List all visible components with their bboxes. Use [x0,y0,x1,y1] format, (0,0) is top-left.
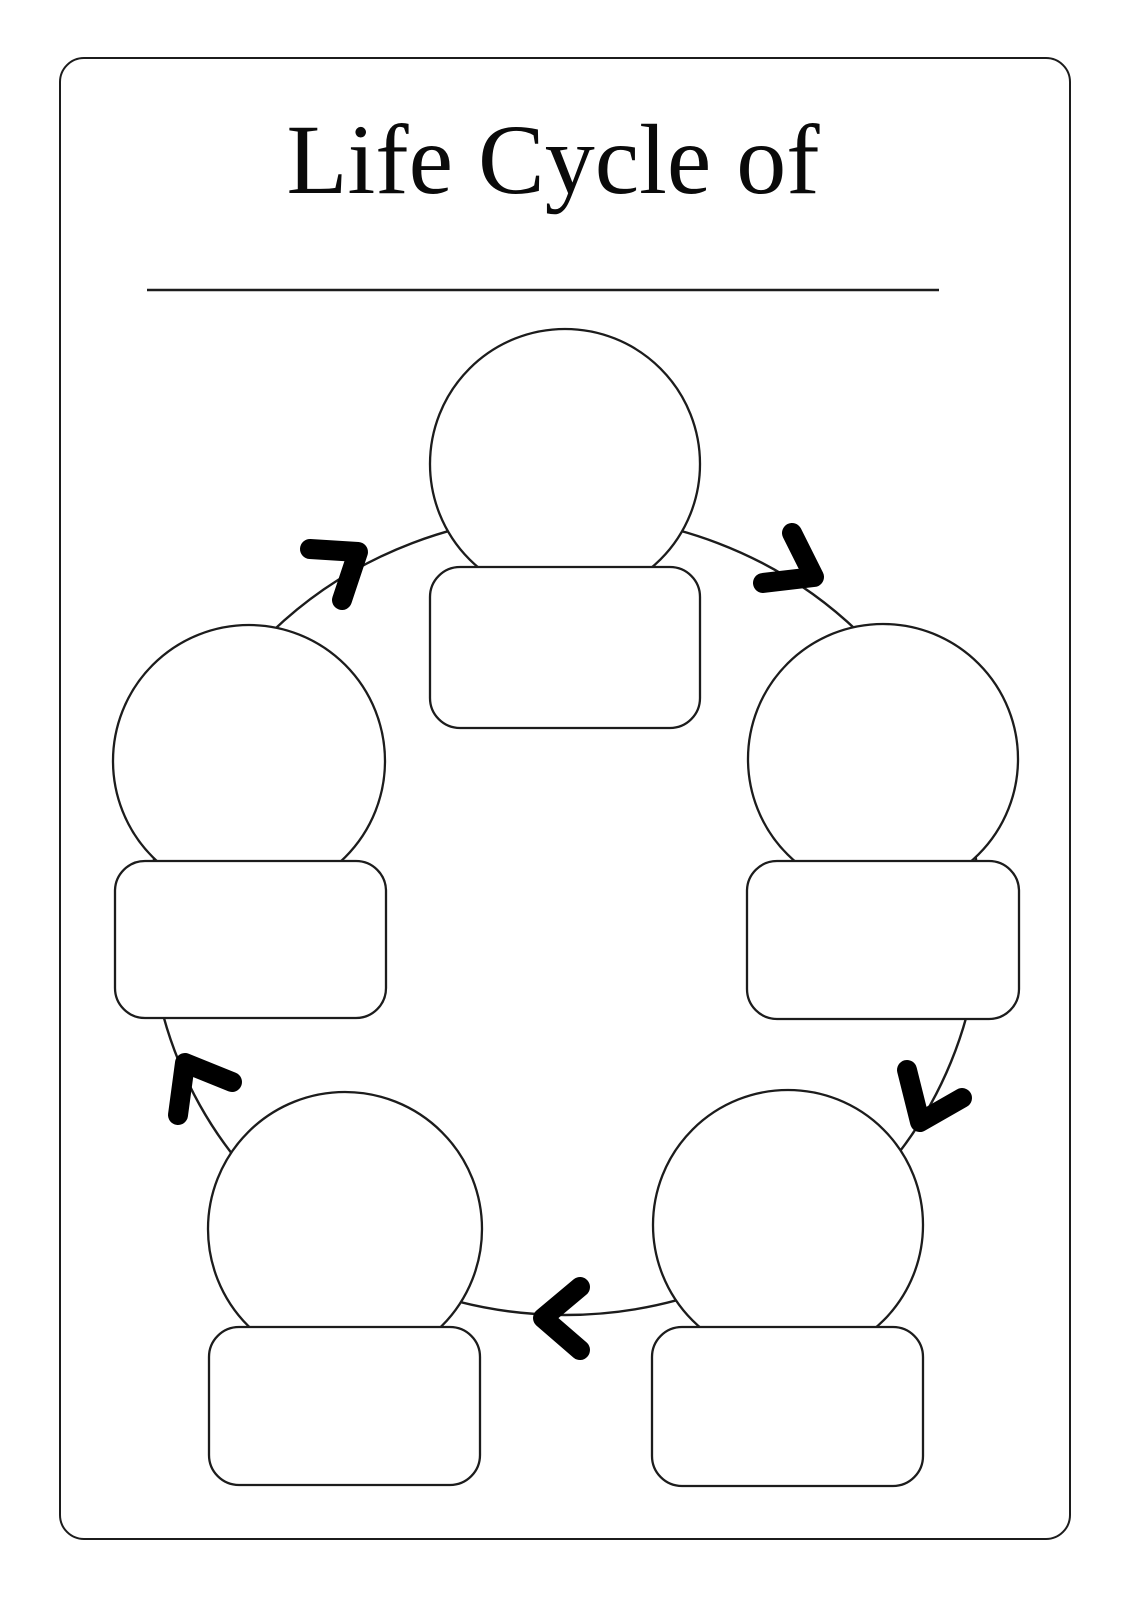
cycle-arrow-top-right-icon [753,523,824,593]
stage-lower-right-circle[interactable] [651,1088,925,1362]
stage-lower-left-label-box[interactable] [207,1325,482,1487]
page-title: Life Cycle of [286,104,820,215]
stage-lower-right-label-box[interactable] [650,1325,925,1488]
stage-upper-left-circle[interactable] [111,623,387,899]
stage-upper-left [111,623,388,1020]
cycle-arrow-right-icon [897,1060,972,1132]
cycle-arrow-bottom-icon [533,1277,590,1360]
stage-lower-left [206,1090,484,1487]
cycle-arrow-top-left-icon [300,539,368,610]
stage-upper-right-circle[interactable] [746,622,1020,896]
stage-upper-left-label-box[interactable] [113,859,388,1020]
stage-lower-left-circle[interactable] [206,1090,484,1368]
stage-top-circle[interactable] [428,327,702,601]
cycle-arrow-left-icon [168,1053,242,1125]
stage-top [428,327,702,730]
stage-upper-right-label-box[interactable] [745,859,1021,1021]
stage-lower-right [650,1088,925,1488]
stage-top-label-box[interactable] [428,565,702,730]
stage-upper-right [745,622,1021,1021]
